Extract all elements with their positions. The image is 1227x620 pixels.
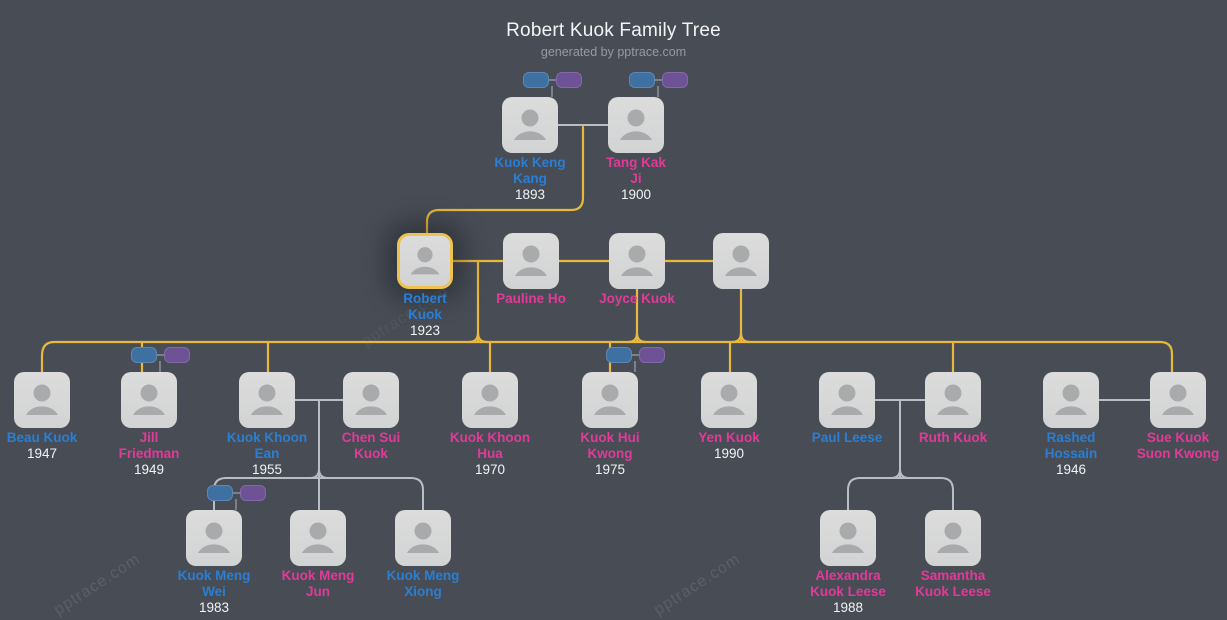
person-card-jill-friedman[interactable] — [121, 372, 177, 428]
father-pill-icon[interactable] — [130, 347, 157, 363]
person-icon — [1162, 384, 1194, 415]
person-card-pauline-ho[interactable] — [503, 233, 559, 289]
pill-drop-line — [159, 361, 161, 372]
person-icon — [410, 247, 440, 275]
person-card-robert-kuok[interactable] — [397, 233, 453, 289]
pill-connector-line — [231, 492, 241, 494]
person-icon — [713, 384, 745, 415]
person-icon — [474, 384, 506, 415]
person-card-samantha-kuok-leese[interactable] — [925, 510, 981, 566]
page-title: Robert Kuok Family Tree — [506, 20, 721, 41]
person-card-beau-kuok[interactable] — [14, 372, 70, 428]
person-icon — [514, 109, 546, 140]
person-card-tang-kak-ji[interactable] — [608, 97, 664, 153]
person-icon — [407, 522, 439, 553]
person-icon — [198, 522, 230, 553]
pill-connector-line — [155, 354, 165, 356]
father-pill-icon[interactable] — [206, 485, 233, 501]
person-card-kuok-meng-jun[interactable] — [290, 510, 346, 566]
father-pill-icon[interactable] — [522, 72, 549, 88]
unknown-parents-group — [628, 72, 688, 98]
unknown-parents-group — [605, 347, 665, 373]
person-card-yen-kuok[interactable] — [701, 372, 757, 428]
person-icon — [937, 384, 969, 415]
person-icon — [251, 384, 283, 415]
person-card-kuok-keng-kang[interactable] — [502, 97, 558, 153]
person-card-rashed-hossain[interactable] — [1043, 372, 1099, 428]
person-card-unknown-spouse[interactable] — [713, 233, 769, 289]
person-icon — [515, 245, 547, 276]
pill-drop-line — [235, 499, 237, 510]
mother-pill-icon[interactable] — [661, 72, 688, 88]
person-card-ruth-kuok[interactable] — [925, 372, 981, 428]
father-pill-icon[interactable] — [628, 72, 655, 88]
mother-pill-icon[interactable] — [163, 347, 190, 363]
person-card-chen-sui-kuok[interactable] — [343, 372, 399, 428]
highlight-connectors — [40, 125, 1174, 374]
header: Robert Kuok Family Tree generated by ppt… — [0, 0, 1227, 59]
person-card-paul-leese[interactable] — [819, 372, 875, 428]
person-icon — [355, 384, 387, 415]
unknown-parents-group — [130, 347, 190, 373]
page-subtitle: generated by pptrace.com — [540, 45, 687, 59]
person-card-kuok-khoon-hua[interactable] — [462, 372, 518, 428]
person-icon — [26, 384, 58, 415]
unknown-parents-group — [206, 485, 266, 511]
person-icon — [937, 522, 969, 553]
father-pill-icon[interactable] — [605, 347, 632, 363]
person-icon — [725, 245, 757, 276]
person-icon — [133, 384, 165, 415]
person-icon — [832, 522, 864, 553]
pill-drop-line — [551, 86, 553, 97]
person-card-alexandra-kuok-leese[interactable] — [820, 510, 876, 566]
person-icon — [302, 522, 334, 553]
person-icon — [594, 384, 626, 415]
pill-connector-line — [630, 354, 640, 356]
person-icon — [621, 245, 653, 276]
pill-drop-line — [657, 86, 659, 97]
mother-pill-icon[interactable] — [638, 347, 665, 363]
person-icon — [620, 109, 652, 140]
person-card-sue-kuok-suon-kwong[interactable] — [1150, 372, 1206, 428]
pill-drop-line — [634, 361, 636, 372]
person-card-kuok-meng-wei[interactable] — [186, 510, 242, 566]
mother-pill-icon[interactable] — [555, 72, 582, 88]
person-card-joyce-kuok[interactable] — [609, 233, 665, 289]
person-card-kuok-meng-xiong[interactable] — [395, 510, 451, 566]
mother-pill-icon[interactable] — [239, 485, 266, 501]
person-icon — [831, 384, 863, 415]
pill-connector-line — [653, 79, 663, 81]
pill-connector-line — [547, 79, 557, 81]
person-card-kuok-hui-kwong[interactable] — [582, 372, 638, 428]
gray-connectors — [213, 124, 1151, 511]
unknown-parents-group — [522, 72, 582, 98]
person-icon — [1055, 384, 1087, 415]
person-card-kuok-khoon-ean[interactable] — [239, 372, 295, 428]
